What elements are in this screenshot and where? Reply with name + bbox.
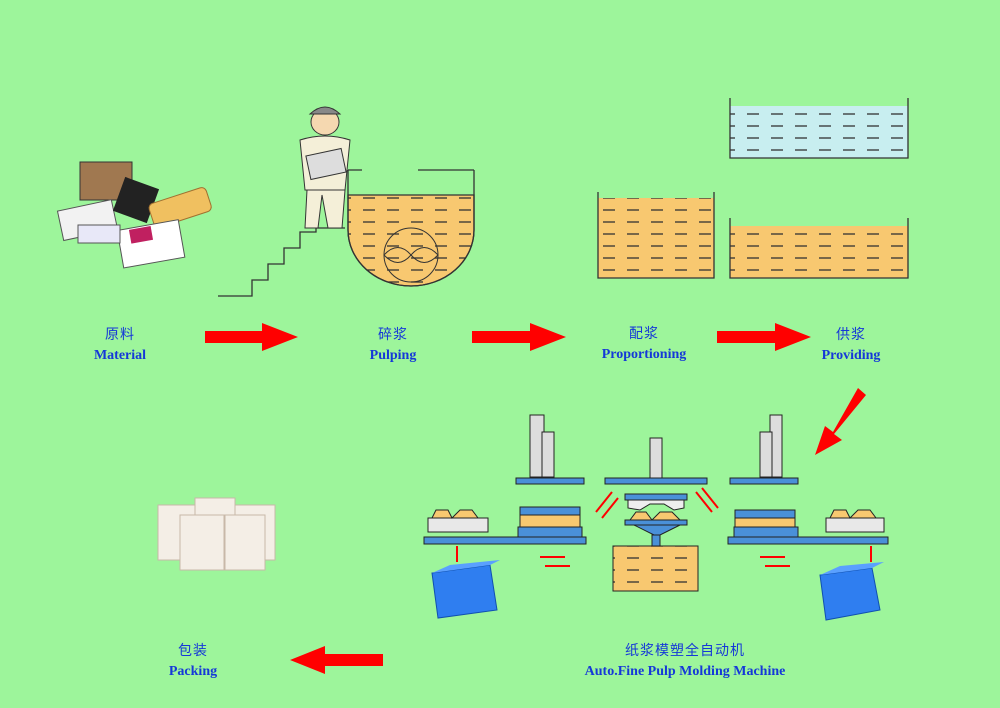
label-zh: 包装 [177,644,208,659]
pulper-tank-icon [347,169,475,287]
tank-icon [729,218,909,279]
stairs [218,227,345,297]
label-en: Packing [168,664,218,679]
worker-icon [299,106,351,229]
label-en: Proportioning [601,347,687,362]
flow-arrow-icon [205,323,866,674]
step-molding-label: 纸浆模塑全自动机 Auto.Fine Pulp Molding Machine [585,642,786,682]
paper-bundle-icon [56,161,212,269]
label-zh: 配浆 [629,327,659,342]
step-proportioning-label: 配浆 Proportioning [602,325,687,365]
label-zh: 纸浆模塑全自动机 [625,644,745,659]
step-pulping-label: 碎浆 Pulping [370,326,417,366]
tank-icon [597,192,715,279]
step-providing-label: 供浆 Providing [822,326,881,366]
label-en: Pulping [369,348,417,363]
label-zh: 碎浆 [377,328,408,343]
label-en: Providing [821,348,881,363]
label-en: Auto.Fine Pulp Molding Machine [584,664,786,679]
label-en: Material [93,348,147,363]
motion-arrows [456,487,872,567]
step-material-label: 原料 Material [94,326,146,366]
crate-icon [431,560,884,621]
step-packing-label: 包装 Packing [169,642,217,682]
egg-tray-stack-icon [157,497,276,571]
label-zh: 原料 [105,328,135,343]
label-zh: 供浆 [836,328,866,343]
water-tank-icon [729,98,909,159]
press-machine-icon [423,414,889,592]
